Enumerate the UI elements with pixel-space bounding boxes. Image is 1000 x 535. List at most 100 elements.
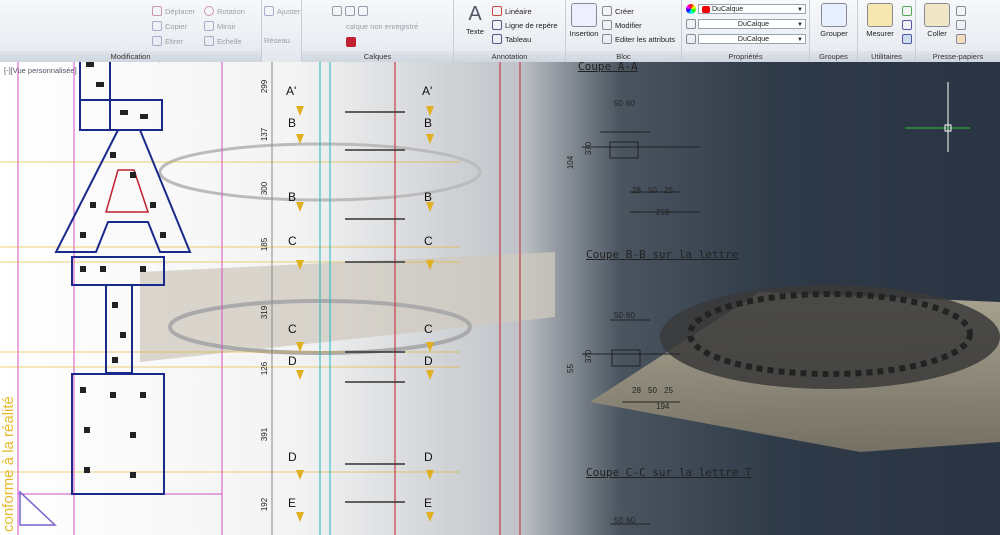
panel-ajuster: Ajuster Réseau xyxy=(262,0,302,62)
viewport-label[interactable]: [-][Vue personnalisée] xyxy=(4,66,77,75)
copier-label: Copier xyxy=(165,21,188,31)
marker-right-c2: C xyxy=(424,322,433,336)
color-wheel-icon xyxy=(686,4,696,14)
mesurer-button[interactable]: Mesurer xyxy=(860,3,900,38)
marker-right-b2: B xyxy=(424,190,433,204)
lineweight-icon xyxy=(686,34,696,44)
layer-icons-row[interactable] xyxy=(332,6,368,16)
layer-current-combo[interactable] xyxy=(346,37,356,47)
section-arrows xyxy=(296,106,434,522)
tableau-button[interactable]: Tableau xyxy=(492,34,531,44)
layer-state-combo[interactable]: calque non enregistré xyxy=(346,22,418,31)
drawing-canvas[interactable]: [-][Vue personnalisée] conforme à la réa… xyxy=(0,62,1000,535)
ligne-repere-label: Ligne de repère xyxy=(505,20,558,30)
panel-calques: calque non enregistré Calques xyxy=(302,0,454,62)
miroir-label: Miroir xyxy=(217,21,236,31)
linetype-combo[interactable]: DuCalque▼ xyxy=(698,19,806,29)
editer-attributs-button[interactable]: Editer les attributs xyxy=(602,34,675,44)
rotation-label: Rotation xyxy=(217,6,245,16)
reseau-label: Réseau xyxy=(264,36,290,45)
lineaire-label: Linéaire xyxy=(505,6,532,16)
dim-aa-50: 50 xyxy=(614,99,623,108)
dim-aa-60: 60 xyxy=(626,99,635,108)
drawing-svg xyxy=(0,62,1000,535)
insert-block-icon xyxy=(571,3,597,27)
panel-groupes: Grouper Groupes xyxy=(810,0,858,62)
match-properties-icon[interactable] xyxy=(956,34,966,44)
insertion-label: Insertion xyxy=(569,29,599,38)
dim-cc-50: 50 xyxy=(614,516,623,525)
sideways-note: conforme à la réalité xyxy=(0,396,17,532)
chevron-down-icon: ▼ xyxy=(797,7,803,13)
coller-button[interactable]: Coller xyxy=(920,3,954,38)
layer-freeze-icon xyxy=(345,6,355,16)
marker-right-b1: B xyxy=(424,116,433,130)
copy-clip-icon[interactable] xyxy=(956,20,966,30)
letter-outlines xyxy=(54,62,192,495)
dim-bb-55: 55 xyxy=(565,364,575,373)
copy-icon xyxy=(152,21,162,31)
lineweight-combo-value: DuCalque xyxy=(737,36,770,43)
cut-icon[interactable] xyxy=(956,6,966,16)
paste-clipboard-icon xyxy=(924,3,950,27)
rotation-button[interactable]: Rotation xyxy=(204,6,245,16)
rotate-icon xyxy=(204,6,214,16)
dim-aa-25: 25 xyxy=(664,186,673,195)
vdim-3: 300 xyxy=(260,181,270,196)
ajuster-button[interactable]: Ajuster xyxy=(264,6,300,16)
trim-icon xyxy=(264,6,274,16)
panel-title-bloc: Bloc xyxy=(566,51,681,62)
lineaire-button[interactable]: Linéaire xyxy=(492,6,532,16)
panel-title-proprietes: Propriétés xyxy=(682,51,809,62)
creer-button[interactable]: Créer xyxy=(602,6,634,16)
modifier-button[interactable]: Modifier xyxy=(602,20,642,30)
select-icon[interactable] xyxy=(902,34,912,44)
insertion-button[interactable]: Insertion xyxy=(568,3,600,38)
letter-E-outline xyxy=(71,373,165,495)
panel-proprietes: DuCalque▼ DuCalque▼ DuCalque▼ Propriétés xyxy=(682,0,810,62)
column-structure xyxy=(271,62,521,535)
deplacer-button[interactable]: Déplacer xyxy=(152,6,195,16)
dim-bb-60: 60 xyxy=(626,311,635,320)
echelle-button[interactable]: Echelle xyxy=(204,36,242,46)
marker-left-c2: C xyxy=(288,322,297,336)
id-point-icon[interactable] xyxy=(902,20,912,30)
reseau-button[interactable]: Réseau xyxy=(264,36,290,45)
vdim-4: 185 xyxy=(260,237,270,252)
deplacer-label: Déplacer xyxy=(165,6,196,16)
etirer-button[interactable]: Etirer xyxy=(152,36,183,46)
panel-title-calques: Calques xyxy=(302,51,453,62)
scale-icon xyxy=(204,36,214,46)
turntable-right-outer xyxy=(660,285,1000,389)
marker-right-a-prime: A' xyxy=(422,84,433,98)
quick-calc-icon[interactable] xyxy=(902,6,912,16)
dim-aa-104: 104 xyxy=(566,155,576,170)
marker-left-d1: D xyxy=(288,354,297,368)
lineweight-combo[interactable]: DuCalque▼ xyxy=(698,34,806,44)
text-A-icon: A xyxy=(468,3,482,25)
ligne-repere-button[interactable]: Ligne de repère xyxy=(492,20,558,30)
vdim-2: 137 xyxy=(260,127,270,142)
marker-right-c1: C xyxy=(424,234,433,248)
section-detail-bb xyxy=(582,319,680,403)
color-combo[interactable]: DuCalque▼ xyxy=(698,4,806,14)
copier-button[interactable]: Copier xyxy=(152,21,187,31)
section-title-aa: Coupe A-A xyxy=(578,62,638,73)
mirror-icon xyxy=(204,21,214,31)
dim-cc-60: 60 xyxy=(626,516,635,525)
creer-label: Créer xyxy=(615,6,634,16)
miroir-button[interactable]: Miroir xyxy=(204,21,236,31)
texte-button[interactable]: A Texte xyxy=(460,3,490,36)
brackets xyxy=(345,111,405,503)
layer-properties-icon xyxy=(332,6,342,16)
linear-dim-icon xyxy=(492,6,502,16)
etirer-label: Etirer xyxy=(165,36,183,46)
marker-left-c1: C xyxy=(288,234,297,248)
panel-annotation: A Texte Linéaire Ligne de repère Tableau… xyxy=(454,0,566,62)
panel-presse-papiers: Coller Presse-papiers xyxy=(916,0,1000,62)
grouper-button[interactable]: Grouper xyxy=(812,3,856,38)
layer-color-swatch-icon xyxy=(346,37,356,47)
attributes-icon xyxy=(602,34,612,44)
letter-A xyxy=(54,129,192,253)
ajuster-label: Ajuster xyxy=(277,6,301,16)
